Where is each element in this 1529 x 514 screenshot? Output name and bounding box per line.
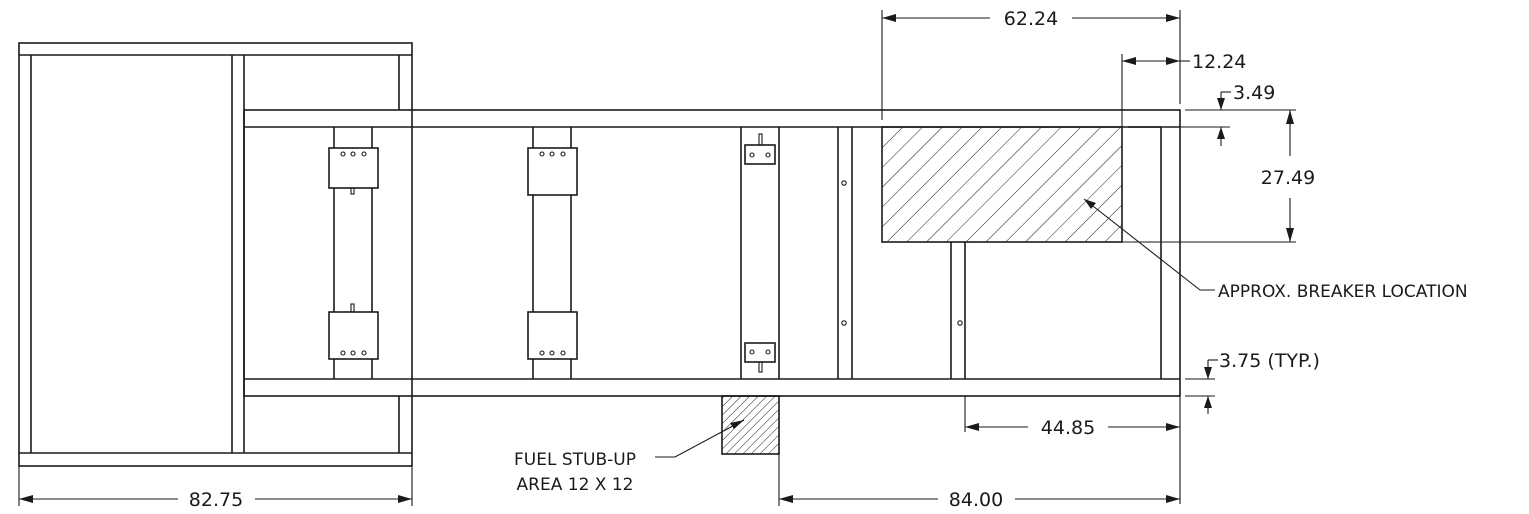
cross-member-4 [837, 127, 853, 379]
cross-member-5 [950, 242, 966, 379]
dim-12-24-text: 12.24 [1192, 51, 1246, 73]
cross-member-2 [527, 127, 578, 379]
dim-44-85-text: 44.85 [1041, 417, 1095, 439]
dim-3-49: 3.49 [1128, 82, 1275, 146]
fuel-label-line1: FUEL STUB-UP [514, 450, 636, 470]
dim-12-24: 12.24 [1121, 51, 1246, 127]
dim-27-49-text: 27.49 [1261, 167, 1315, 189]
breaker-area [881, 126, 1123, 243]
fuel-leader: FUEL STUB-UP AREA 12 X 12 [514, 419, 745, 495]
dim-62-24: 62.24 [881, 8, 1181, 120]
fuel-stub-up-area [721, 395, 780, 455]
dim-82-75-text: 82.75 [189, 489, 243, 511]
cross-member-3 [740, 127, 780, 379]
dim-3-49-text: 3.49 [1233, 82, 1275, 104]
dim-84-00: 84.00 [778, 454, 1180, 511]
breaker-leader: APPROX. BREAKER LOCATION [1083, 198, 1468, 302]
left-enclosure [18, 42, 413, 467]
dim-84-00-text: 84.00 [949, 489, 1003, 511]
breaker-label: APPROX. BREAKER LOCATION [1218, 282, 1468, 302]
end-member [1128, 126, 1162, 379]
dim-27-49: 27.49 [1122, 109, 1315, 243]
cross-member-1 [328, 127, 379, 379]
dim-3-75: 3.75 (TYP.) [1185, 350, 1320, 414]
dim-3-75-text: 3.75 (TYP.) [1219, 350, 1320, 372]
fuel-label-line2: AREA 12 X 12 [517, 475, 634, 495]
dim-44-85: 44.85 [964, 396, 1181, 504]
dim-82-75: 82.75 [18, 466, 413, 511]
dim-62-24-text: 62.24 [1004, 8, 1058, 30]
